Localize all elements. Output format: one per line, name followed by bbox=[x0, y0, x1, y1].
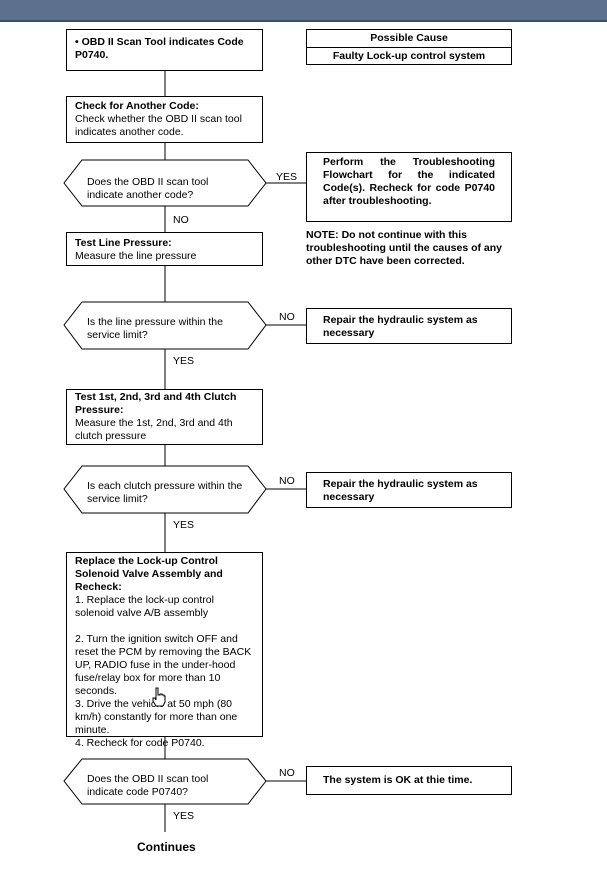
note-text: NOTE: Do not continue with this troubles… bbox=[306, 229, 503, 267]
action-repair-hydraulic-box-1: Repair the hydraulic system as necessary bbox=[306, 308, 512, 344]
action-perform-troubleshooting-box: Perform the Troubleshooting Flowchart fo… bbox=[306, 152, 512, 222]
start-text: • OBD II Scan Tool indicates Code P0740. bbox=[75, 36, 244, 61]
replace-solenoid-steps: 1. Replace the lock-up control solenoid … bbox=[75, 594, 254, 750]
question-code-p0740: Does the OBD II scan tool indicate code … bbox=[87, 773, 209, 798]
q3-yes-label: YES bbox=[173, 519, 195, 531]
question-another-code: Does the OBD II scan tool indicate anoth… bbox=[87, 176, 209, 201]
q1-yes-label: YES bbox=[276, 171, 298, 183]
test-line-pressure-title: Test Line Pressure: bbox=[75, 237, 172, 249]
check-another-code-title: Check for Another Code: bbox=[75, 100, 199, 112]
test-line-pressure-box: Test Line Pressure: Measure the line pre… bbox=[66, 232, 263, 266]
replace-step-3: 3. Drive the vehicle at 50 mph (80 km/h)… bbox=[75, 698, 238, 736]
check-another-code-body: Check whether the OBD II scan tool indic… bbox=[75, 113, 242, 138]
test-line-pressure-body: Measure the line pressure bbox=[75, 250, 197, 262]
possible-cause-header: Possible Cause bbox=[307, 30, 511, 48]
replace-step-1: 1. Replace the lock-up control solenoid … bbox=[75, 594, 214, 619]
test-clutch-pressure-body: Measure the 1st, 2nd, 3rd and 4th clutch… bbox=[75, 417, 233, 442]
action-perform-troubleshooting-text: Perform the Troubleshooting Flowchart fo… bbox=[323, 156, 495, 207]
action-repair-hydraulic-text-2: Repair the hydraulic system as necessary bbox=[323, 478, 478, 503]
replace-step-4: 4. Recheck for code P0740. bbox=[75, 737, 205, 749]
continues-label: Continues bbox=[137, 840, 196, 854]
question-clutch-pressure: Is each clutch pressure within the servi… bbox=[87, 480, 243, 505]
q2-yes-label: YES bbox=[173, 355, 195, 367]
window-top-bar bbox=[0, 0, 607, 22]
q4-no-label: NO bbox=[279, 767, 295, 779]
check-another-code-box: Check for Another Code: Check whether th… bbox=[66, 96, 263, 143]
replace-solenoid-box: Replace the Lock-up Control Solenoid Val… bbox=[66, 552, 263, 749]
q4-yes-label: YES bbox=[173, 810, 195, 822]
system-ok-box: The system is OK at thie time. bbox=[306, 766, 512, 795]
hand-pointer-cursor-icon bbox=[152, 687, 166, 707]
question-line-pressure: Is the line pressure within the service … bbox=[87, 316, 223, 341]
possible-cause-value: Faulty Lock-up control system bbox=[332, 50, 486, 62]
test-clutch-pressure-title: Test 1st, 2nd, 3rd and 4th Clutch Pressu… bbox=[75, 391, 237, 416]
q2-no-label: NO bbox=[279, 311, 295, 323]
system-ok-text: The system is OK at thie time. bbox=[323, 774, 473, 786]
q3-no-label: NO bbox=[279, 475, 295, 487]
start-box: • OBD II Scan Tool indicates Code P0740. bbox=[66, 29, 263, 71]
q1-no-label: NO bbox=[173, 214, 189, 226]
replace-solenoid-title: Replace the Lock-up Control Solenoid Val… bbox=[75, 555, 223, 593]
test-clutch-pressure-box: Test 1st, 2nd, 3rd and 4th Clutch Pressu… bbox=[66, 389, 263, 445]
action-repair-hydraulic-text-1: Repair the hydraulic system as necessary bbox=[323, 314, 478, 339]
replace-step-2: 2. Turn the ignition switch OFF and rese… bbox=[75, 633, 252, 697]
possible-cause-box: Possible Cause Faulty Lock-up control sy… bbox=[306, 29, 512, 65]
action-repair-hydraulic-box-2: Repair the hydraulic system as necessary bbox=[306, 472, 512, 508]
